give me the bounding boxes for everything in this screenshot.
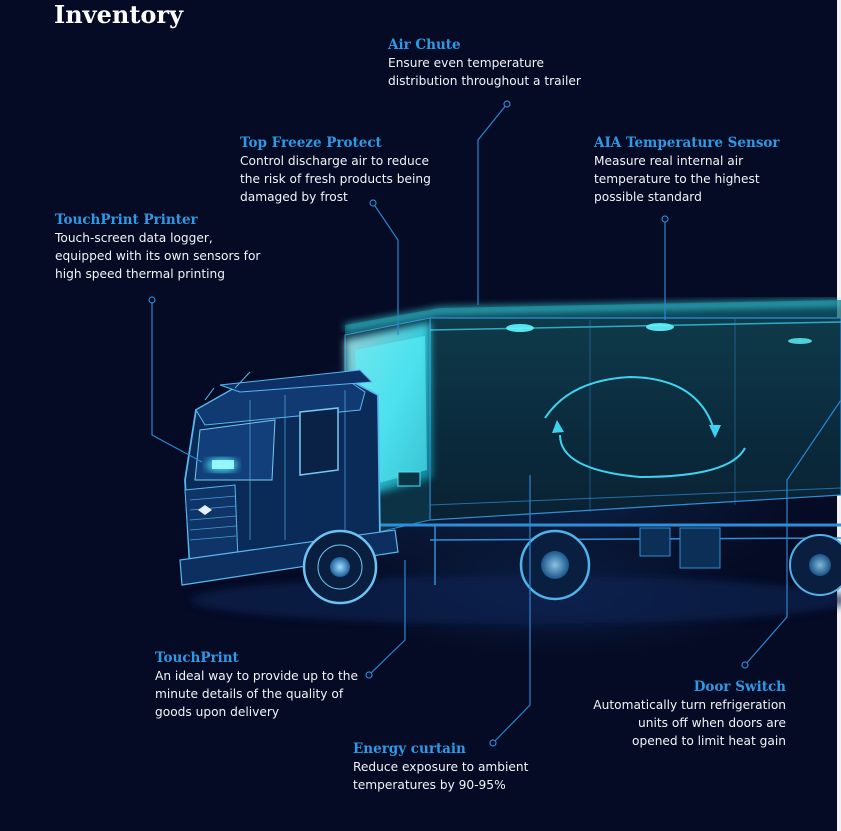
callout-energy-curtain: Energy curtain Reduce exposure to ambien… xyxy=(353,740,543,794)
callout-connectors xyxy=(151,103,841,744)
touchprint-connector xyxy=(368,560,406,676)
top-freeze-title: Top Freeze Protect xyxy=(240,135,382,151)
sensor-light xyxy=(646,323,674,331)
aia-sensor-title: AIA Temperature Sensor xyxy=(594,135,780,151)
callout-touchprint-printer: TouchPrint Printer Touch-screen data log… xyxy=(55,211,270,283)
energy-curtain-description: Reduce exposure to ambient temperatures … xyxy=(353,760,529,792)
touchprint-printer-title: TouchPrint Printer xyxy=(55,212,198,228)
touchprint-printer-description: Touch-screen data logger, equipped with … xyxy=(55,231,261,281)
brand-star-icon xyxy=(198,505,212,515)
callout-aia-sensor: AIA Temperature Sensor Measure real inte… xyxy=(594,134,794,206)
callout-connector-dots xyxy=(148,100,749,747)
air-chute-title: Air Chute xyxy=(388,37,461,53)
top-freeze-connector xyxy=(372,202,399,335)
top-freeze-description: Control discharge air to reduce the risk… xyxy=(240,154,431,204)
callout-air-chute: Air Chute Ensure even temperature distri… xyxy=(388,36,588,90)
cab-wheel xyxy=(302,529,378,605)
energy-curtain-title: Energy curtain xyxy=(353,741,466,757)
callout-touchprint: TouchPrint An ideal way to provide up to… xyxy=(155,649,370,721)
door-switch-connector xyxy=(744,399,841,666)
touchprint-printer-connector xyxy=(151,300,203,463)
trailer-chassis xyxy=(350,523,841,585)
air-outlet-light xyxy=(506,324,534,332)
door-switch-title: Door Switch xyxy=(693,679,786,695)
trailer-wheels xyxy=(519,529,841,601)
ground-shadow xyxy=(190,576,841,624)
air-chute-connector xyxy=(477,103,508,305)
callout-top-freeze: Top Freeze Protect Control discharge air… xyxy=(240,134,435,206)
touchprint-description: An ideal way to provide up to the minute… xyxy=(155,669,359,719)
energy-curtain-connector xyxy=(492,475,531,744)
door-switch-description: Automatically turn refrigeration units o… xyxy=(593,698,786,748)
page-title: Inventory xyxy=(54,0,184,29)
touchprint-title: TouchPrint xyxy=(155,650,239,666)
aia-sensor-description: Measure real internal air temperature to… xyxy=(594,154,760,204)
airflow-arrows xyxy=(544,375,746,479)
air-chute-description: Ensure even temperature distribution thr… xyxy=(388,56,581,88)
callout-door-switch: Door Switch Automatically turn refrigera… xyxy=(590,678,786,750)
